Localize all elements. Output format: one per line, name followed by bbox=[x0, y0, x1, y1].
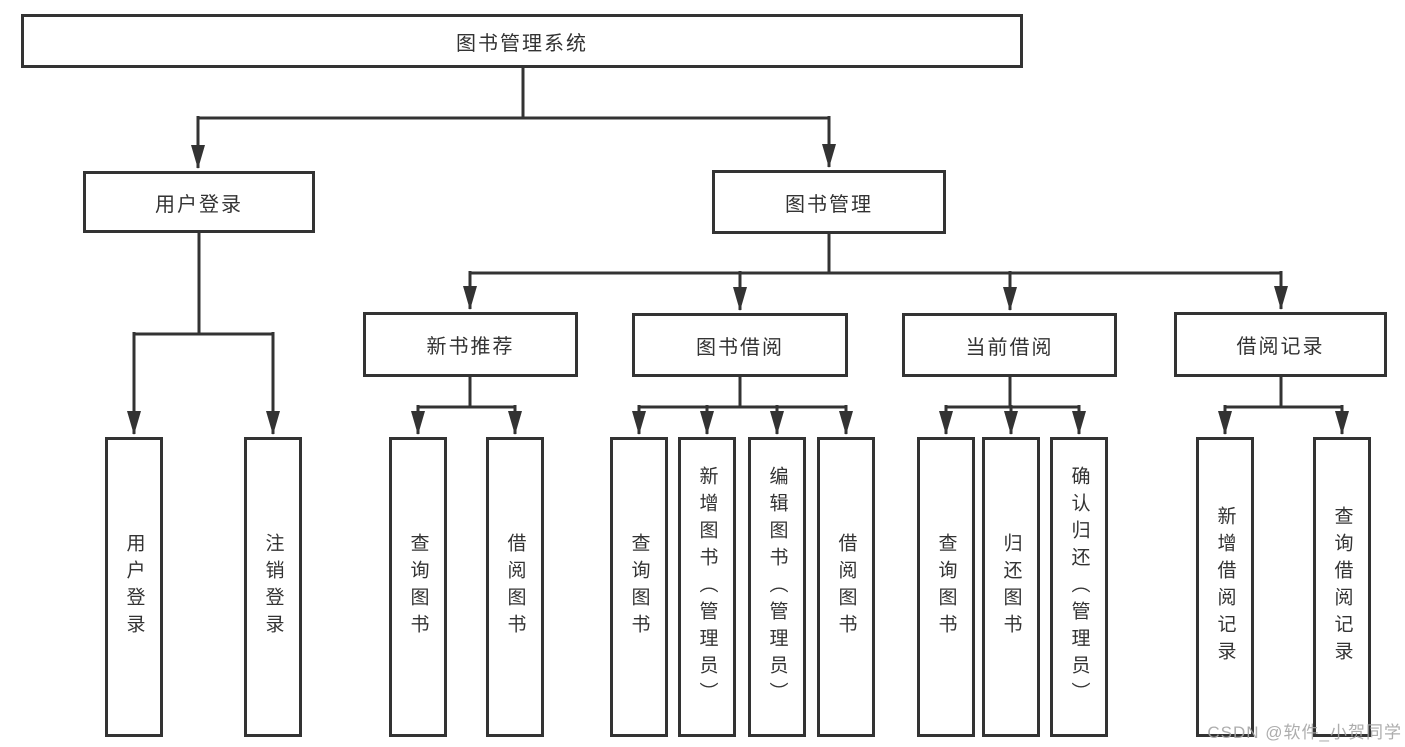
leaf-records-add-record: 新增借阅记录 bbox=[1196, 437, 1254, 737]
leaf-label: 查询图书 bbox=[935, 533, 957, 641]
node-label: 图书借阅 bbox=[696, 336, 784, 359]
node-library-system: 图书管理系统 bbox=[21, 14, 1023, 68]
leaf-current-confirm-return-admin: 确认归还（管理员） bbox=[1050, 437, 1108, 737]
node-book-borrowing: 图书借阅 bbox=[632, 313, 848, 377]
leaf-label: 新增图书（管理员） bbox=[696, 465, 718, 709]
leaf-label: 查询图书 bbox=[628, 533, 650, 641]
csdn-watermark: CSDN @软件_小贺同学 bbox=[1207, 723, 1402, 742]
leaf-label: 新增借阅记录 bbox=[1214, 506, 1236, 668]
leaf-label: 确认归还（管理员） bbox=[1068, 465, 1090, 709]
leaf-label: 借阅图书 bbox=[835, 533, 857, 641]
node-label: 新书推荐 bbox=[426, 336, 515, 358]
node-label: 借阅记录 bbox=[1236, 336, 1325, 358]
leaf-label: 归还图书 bbox=[1000, 533, 1022, 641]
leaf-borrowing-add-books-admin: 新增图书（管理员） bbox=[678, 437, 736, 737]
leaf-borrowing-edit-books-admin: 编辑图书（管理员） bbox=[748, 437, 806, 737]
leaf-label: 用户登录 bbox=[123, 533, 145, 641]
leaf-borrowing-borrow-books: 借阅图书 bbox=[817, 437, 875, 737]
node-label: 用户登录 bbox=[155, 193, 243, 216]
node-label: 图书管理 bbox=[785, 193, 873, 216]
node-user-login: 用户登录 bbox=[83, 171, 315, 233]
node-borrowing-records: 借阅记录 bbox=[1174, 312, 1387, 377]
leaf-recommend-borrow-books: 借阅图书 bbox=[486, 437, 544, 737]
leaf-user-login: 用户登录 bbox=[105, 437, 163, 737]
leaf-label: 查询借阅记录 bbox=[1331, 506, 1353, 668]
node-label: 图书管理系统 bbox=[456, 32, 588, 55]
node-current-borrowing: 当前借阅 bbox=[902, 313, 1117, 377]
leaf-current-return-books: 归还图书 bbox=[982, 437, 1040, 737]
leaf-label: 借阅图书 bbox=[504, 533, 526, 641]
leaf-label: 编辑图书（管理员） bbox=[766, 465, 788, 709]
leaf-current-query-books: 查询图书 bbox=[917, 437, 975, 737]
leaf-label: 注销登录 bbox=[262, 533, 284, 641]
leaf-logout: 注销登录 bbox=[244, 437, 302, 737]
leaf-label: 查询图书 bbox=[407, 533, 429, 641]
node-label: 当前借阅 bbox=[965, 336, 1054, 359]
leaf-recommend-query-books: 查询图书 bbox=[389, 437, 447, 737]
node-book-management: 图书管理 bbox=[712, 170, 946, 234]
leaf-borrowing-query-books: 查询图书 bbox=[610, 437, 668, 737]
node-new-book-recommend: 新书推荐 bbox=[363, 312, 578, 377]
leaf-records-query-record: 查询借阅记录 bbox=[1313, 437, 1371, 737]
